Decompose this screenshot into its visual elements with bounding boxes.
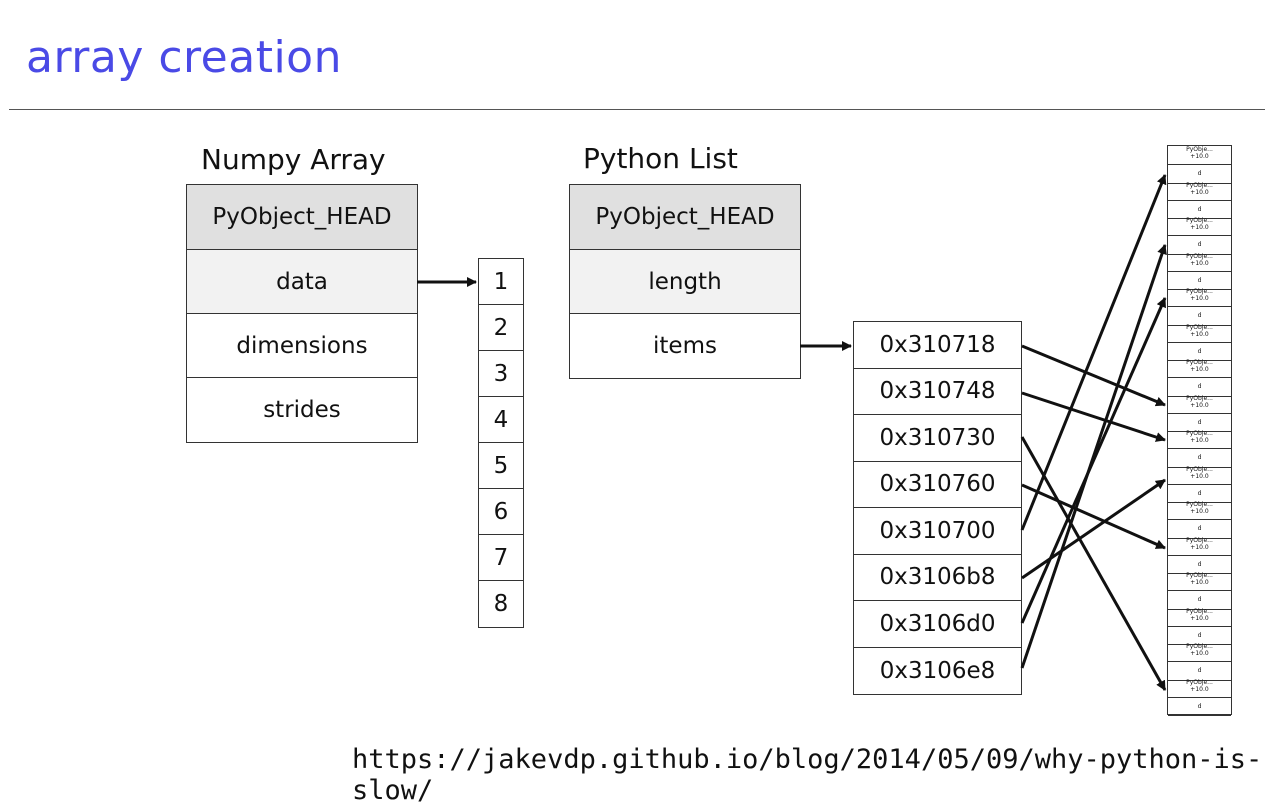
numpy-strides-cell: strides (263, 397, 341, 423)
memory-object-data: d (1168, 343, 1231, 361)
memory-object-data: d (1168, 201, 1231, 219)
memory-object-header: PyObje...+10.0 (1168, 572, 1231, 591)
pointer-cell: 0x3106b8 (854, 555, 1021, 601)
memory-object-data: d (1168, 414, 1231, 432)
memory-object-header: PyObje...+10.0 (1168, 359, 1231, 378)
memory-object-header: PyObje...+10.0 (1168, 643, 1231, 662)
memory-object-header: PyObje...+10.0 (1168, 395, 1231, 414)
buffer-cell: 1 (479, 259, 523, 305)
memory-object-data: d (1168, 272, 1231, 290)
numpy-header-cell: PyObject_HEAD (187, 185, 417, 250)
pointer-cell: 0x310730 (854, 415, 1021, 462)
python-list-struct: PyObject_HEAD length items (569, 184, 801, 379)
memory-object-header: PyObje...+10.0 (1168, 324, 1231, 343)
memory-object-header: PyObje...+10.0 (1168, 146, 1231, 165)
memory-object-header: PyObje...+10.0 (1168, 217, 1231, 236)
buffer-cell: 3 (479, 351, 523, 397)
memory-object-header: PyObje...+10.0 (1168, 501, 1231, 520)
object-pointer-arrow (1021, 391, 1166, 442)
memory-object-data: d (1168, 378, 1231, 397)
memory-object-header: PyObje...+10.0 (1168, 253, 1231, 272)
memory-object-header: PyObje...+10.0 (1168, 430, 1231, 449)
buffer-cell: 6 (479, 489, 523, 535)
source-url[interactable]: https://jakevdp.github.io/blog/2014/05/0… (352, 744, 1263, 806)
buffer-cell: 2 (479, 305, 523, 351)
pointer-cell: 0x310760 (854, 462, 1021, 508)
buffer-cell: 8 (493, 591, 509, 617)
numpy-array-struct: PyObject_HEAD data dimensions strides (186, 184, 418, 443)
memory-object-header: PyObje...+10.0 (1168, 608, 1231, 627)
memory-object-header: PyObje...+10.0 (1168, 537, 1231, 556)
python-list-heading: Python List (583, 142, 738, 175)
memory-object-data: d (1168, 698, 1231, 716)
object-pointer-arrow (1020, 436, 1167, 691)
object-pointer-arrow (1021, 478, 1166, 580)
object-pointer-arrow (1020, 174, 1167, 531)
memory-object-data: d (1168, 485, 1231, 503)
memory-object-header: PyObje...+10.0 (1168, 182, 1231, 201)
memory-object-data: d (1168, 556, 1231, 574)
memory-object-data: d (1168, 591, 1231, 610)
pointer-arrows (417, 174, 1167, 691)
memory-object-data: d (1168, 236, 1231, 255)
buffer-cell: 5 (479, 443, 523, 489)
memory-object-header: PyObje...+10.0 (1168, 288, 1231, 307)
numpy-dimensions-cell: dimensions (187, 314, 417, 378)
pointer-cell: 0x3106d0 (854, 601, 1021, 648)
memory-object-header: PyObje...+10.0 (1168, 466, 1231, 485)
memory-object-data: d (1168, 307, 1231, 326)
numpy-data-cell: data (187, 250, 417, 314)
buffer-cell: 4 (479, 397, 523, 443)
numpy-array-heading: Numpy Array (201, 143, 386, 176)
pointer-cell: 0x310718 (854, 322, 1021, 369)
memory-object-data: d (1168, 662, 1231, 681)
pointer-cell: 0x310700 (854, 508, 1021, 555)
object-pointer-arrow (1020, 244, 1167, 669)
memory-object-data: d (1168, 627, 1231, 645)
memory-object-data: d (1168, 520, 1231, 539)
pylist-items-cell: items (653, 333, 717, 359)
pointer-cell: 0x3106e8 (879, 657, 996, 684)
object-pointer-arrow (1021, 344, 1166, 407)
object-pointer-arrow (1021, 483, 1166, 550)
data-buffer: 1 2 3 4 5 6 7 8 (478, 258, 524, 628)
buffer-cell: 7 (479, 535, 523, 581)
pylist-header-cell: PyObject_HEAD (570, 185, 800, 250)
pylist-length-cell: length (570, 250, 800, 314)
pointer-array: 0x310718 0x310748 0x310730 0x310760 0x31… (853, 321, 1022, 695)
memory-object-header: PyObje...+10.0 (1168, 679, 1231, 698)
pointer-cell: 0x310748 (854, 369, 1021, 415)
memory-object-data: d (1168, 449, 1231, 468)
title-divider (9, 109, 1265, 110)
memory-object-data: d (1168, 165, 1231, 184)
slide-title: array creation (26, 32, 342, 83)
